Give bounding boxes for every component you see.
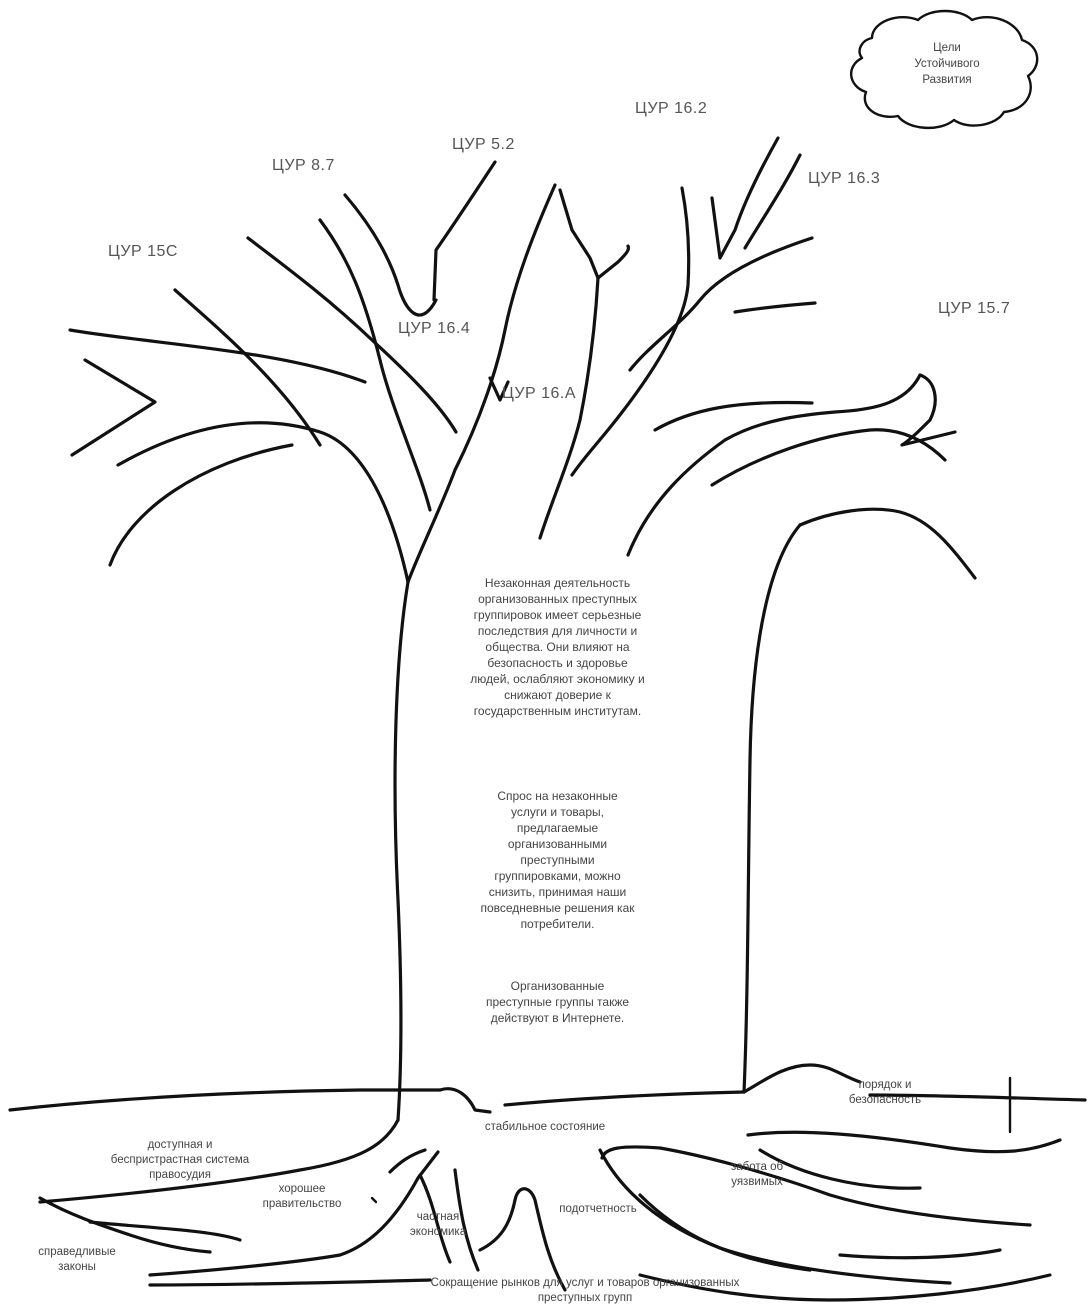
- trunk-left-edge: [395, 582, 408, 1120]
- branch-8-7: [345, 195, 436, 315]
- root-3: [90, 1222, 240, 1240]
- root-label-fair-laws: справедливые законы: [12, 1245, 142, 1275]
- root-label-order-security: порядок и безопасность: [810, 1078, 960, 1108]
- root-label-accountability: подотчетность: [528, 1202, 668, 1217]
- branch-right-long: [655, 402, 812, 430]
- branch-5-2: [434, 162, 495, 300]
- branch-left-low: [110, 445, 292, 565]
- root-16: [840, 1250, 1000, 1258]
- cloud-label: Цели Устойчивого Развития: [882, 40, 1012, 88]
- branch-right-mid: [735, 303, 815, 312]
- ground-left: [10, 1090, 440, 1110]
- branch-center-right: [560, 190, 628, 278]
- trunk-right-edge: [744, 525, 800, 1092]
- sdg-label-16a: ЦУР 16.А: [502, 385, 576, 403]
- branch-left-upper: [70, 330, 365, 382]
- root-stub: [372, 1198, 376, 1202]
- sdg-label-16-3: ЦУР 16.3: [808, 170, 880, 188]
- root-label-stable-state: стабильное состояние: [440, 1120, 650, 1135]
- branch-center-left: [408, 185, 555, 582]
- branch-right-hand: [800, 509, 975, 578]
- sdg-label-16-4: ЦУР 16.4: [398, 320, 470, 338]
- root-label-justice-system: доступная и беспристрастная система прав…: [55, 1138, 305, 1183]
- branch-left-fork: [72, 360, 155, 455]
- root-5: [390, 1150, 425, 1172]
- ground-center: [505, 1092, 744, 1105]
- sdg-label-15c: ЦУР 15С: [108, 243, 178, 261]
- branch-16-2-b: [745, 155, 800, 248]
- branch-8-7-twig: [320, 220, 430, 510]
- trunk-paragraph-2: Спрос на незаконные услуги и товары, пре…: [415, 788, 700, 932]
- branch-center-trunk: [540, 278, 598, 538]
- root-label-market-reduction: Сокращение рынков для услуг и товаров ор…: [305, 1276, 865, 1306]
- branch-16-2: [712, 138, 778, 258]
- root-left-arch: [440, 1089, 490, 1112]
- root-13: [748, 1132, 1060, 1151]
- sdg-label-16-2: ЦУР 16.2: [635, 100, 707, 118]
- trunk-paragraph-1: Незаконная деятельность организованных п…: [415, 575, 700, 719]
- sdg-label-5-2: ЦУР 5.2: [452, 136, 515, 154]
- branch-16-3-trunk: [572, 188, 689, 475]
- branch-left-mid: [118, 423, 408, 582]
- trunk-paragraph-3: Организованные преступные группы также д…: [415, 978, 700, 1026]
- sdg-label-8-7: ЦУР 8.7: [272, 157, 335, 175]
- root-label-care-vulnerable: забота об уязвимых: [672, 1160, 842, 1190]
- root-label-good-government: хорошее правительство: [232, 1182, 372, 1212]
- sdg-label-15-7: ЦУР 15.7: [938, 300, 1010, 318]
- root-label-private-economy: частная экономика: [388, 1210, 488, 1240]
